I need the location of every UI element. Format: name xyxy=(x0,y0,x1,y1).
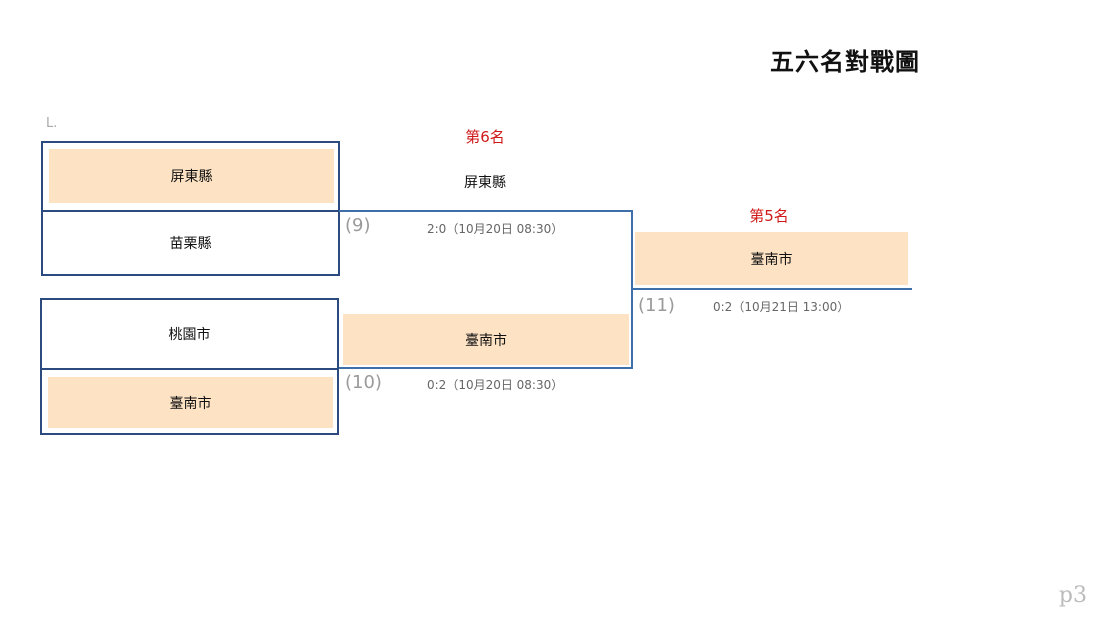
match-number-9: (9) xyxy=(345,215,371,236)
match-10-score: 0:2（10月20日 08:30） xyxy=(427,378,564,392)
page-number: p3 xyxy=(1058,583,1087,608)
page-title: 五六名對戰圖 xyxy=(770,48,920,76)
semi-winner-tainan: 臺南市 xyxy=(343,314,629,365)
connector-9 xyxy=(339,210,633,212)
fifth-place-team: 臺南市 xyxy=(635,232,908,285)
connector-semi-vertical xyxy=(631,210,633,369)
corner-mark: L. xyxy=(46,116,58,131)
match-10-divider xyxy=(42,368,337,370)
sixth-place-label: 第6名 xyxy=(465,128,505,146)
match-9-divider xyxy=(43,210,338,212)
team-tainan-r1: 臺南市 xyxy=(48,377,333,428)
fifth-place-label: 第5名 xyxy=(749,207,789,225)
connector-10 xyxy=(339,367,633,369)
final-line xyxy=(633,288,912,290)
match-9-box: 屏東縣 苗栗縣 xyxy=(41,141,340,276)
match-9-score: 2:0（10月20日 08:30） xyxy=(427,222,564,236)
team-miaoli: 苗栗縣 xyxy=(169,236,212,252)
match-number-11: (11) xyxy=(638,295,675,316)
team-taoyuan: 桃園市 xyxy=(168,327,211,343)
match-10-box: 桃園市 臺南市 xyxy=(40,298,339,435)
match-number-10: (10) xyxy=(345,372,382,393)
team-pingtung: 屏東縣 xyxy=(49,149,334,203)
match-11-score: 0:2（10月21日 13:00） xyxy=(713,300,850,314)
sixth-place-team: 屏東縣 xyxy=(464,175,506,191)
